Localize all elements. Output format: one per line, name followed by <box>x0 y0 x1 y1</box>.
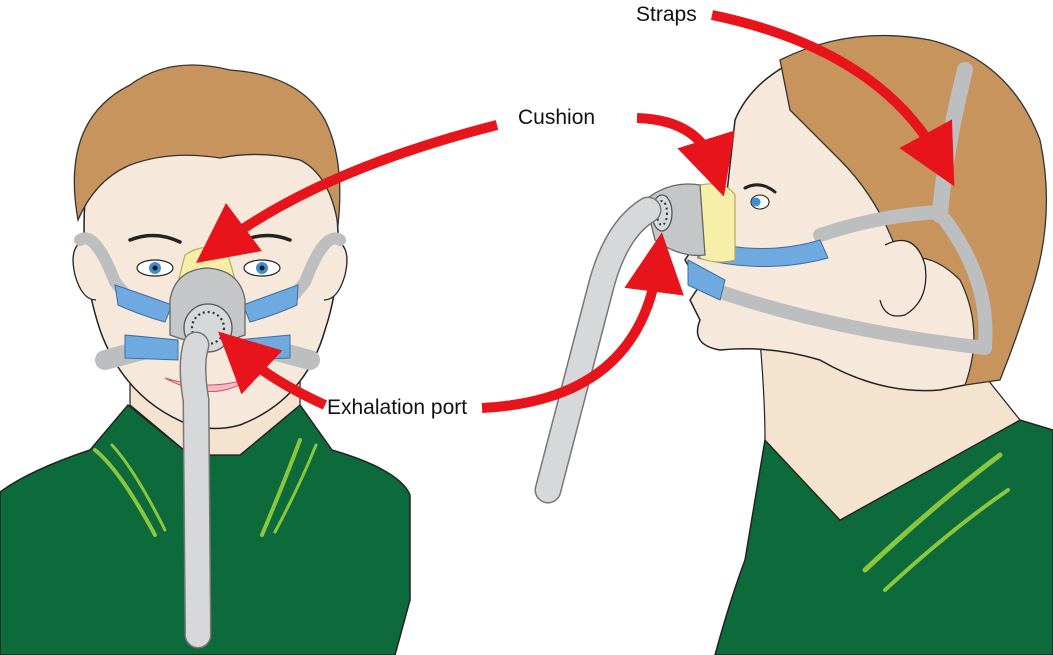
front-shirt-stripe-left <box>93 448 157 537</box>
front-pad-lower-left <box>124 334 179 361</box>
side-shirt-stripe-2 <box>883 488 1010 592</box>
front-left-eyebrow <box>128 233 182 244</box>
side-eyebrow <box>743 183 777 194</box>
exhalation-arrow-front <box>218 331 328 410</box>
side-upper-strap <box>813 205 947 242</box>
straps-label: Straps <box>636 3 697 26</box>
cushion-label: Cushion <box>518 106 596 129</box>
front-shirt-stripe-right-2 <box>273 443 318 534</box>
side-ear <box>879 239 927 317</box>
front-shirt-stripe-right <box>260 438 302 537</box>
side-lower-strap <box>708 283 992 355</box>
front-hair <box>73 64 341 226</box>
side-iris <box>751 197 761 207</box>
side-shirt-stripe <box>862 452 1003 573</box>
side-back-strap <box>938 213 993 352</box>
cushion-arrow-side <box>636 113 735 197</box>
side-pad-lower <box>687 259 726 301</box>
cushion-arrow-front <box>195 120 499 263</box>
exhalation-port-label: Exhalation port <box>327 396 468 419</box>
front-upper-strap-right <box>284 232 346 306</box>
front-pad-upper-right <box>242 284 299 323</box>
exhalation-arrow-side <box>481 232 684 413</box>
front-view-figure <box>0 64 411 655</box>
front-pad-upper-left <box>114 284 173 323</box>
callout-arrows <box>195 10 955 413</box>
straps-arrow <box>710 10 955 187</box>
front-upper-strap-left <box>74 232 136 306</box>
front-shirt-stripe-left-2 <box>110 443 167 532</box>
